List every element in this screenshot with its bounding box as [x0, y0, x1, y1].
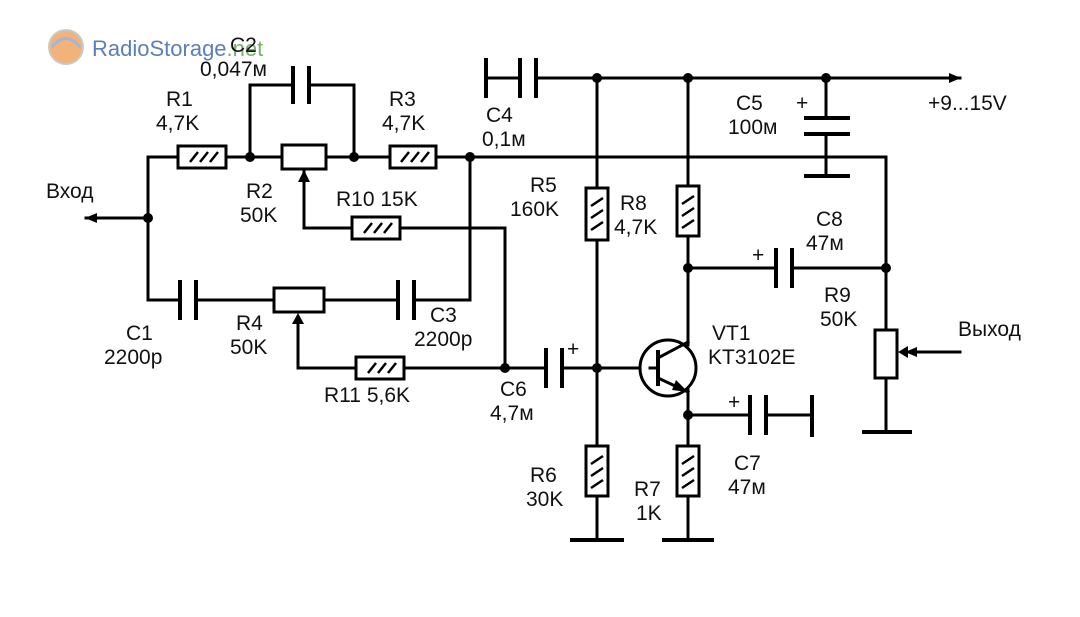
capacitor-c3	[396, 280, 416, 320]
resistor-r11	[354, 355, 406, 381]
resistor-r5	[584, 186, 610, 242]
label-c6-value: 4,7м	[490, 402, 534, 425]
label-r4-name: R4	[236, 312, 263, 335]
label-r7-name: R7	[634, 478, 661, 501]
svg-text:RadioStorage.net: RadioStorage.net	[92, 36, 263, 61]
label-c7-name: C7	[734, 452, 761, 475]
resistor-r1	[176, 144, 228, 170]
label-r3-name: R3	[389, 88, 416, 111]
label-r2-name: R2	[246, 180, 273, 203]
c6-polarity: +	[567, 338, 579, 361]
capacitor-c5: +	[796, 92, 850, 136]
label-c8-name: C8	[816, 208, 843, 231]
label-vt1-name: VT1	[712, 322, 751, 345]
label-r11: R11 5,6K	[324, 384, 410, 407]
label-r5-value: 160K	[510, 198, 559, 221]
label-r8-value: 4,7K	[614, 216, 657, 239]
label-r10: R10 15K	[336, 188, 418, 211]
label-c8-value: 47м	[806, 232, 844, 255]
label-r9-value: 50K	[820, 308, 857, 331]
resistor-r6	[584, 444, 610, 498]
label-c1-value: 2200p	[104, 346, 162, 369]
c7-polarity: +	[728, 391, 740, 414]
label-c1-name: C1	[126, 322, 153, 345]
capacitor-c1	[178, 280, 198, 320]
label-r1-name: R1	[166, 88, 193, 111]
capacitor-c2	[291, 66, 311, 104]
label-r6-name: R6	[530, 464, 557, 487]
capacitor-c7: +	[728, 391, 768, 435]
label-c4-value: 0,1м	[482, 128, 526, 151]
potentiometer-r9	[873, 328, 908, 380]
capacitor-c4	[518, 58, 538, 98]
label-c2-name: C2	[230, 34, 257, 57]
label-r6-value: 30K	[526, 488, 563, 511]
label-r2-value: 50K	[240, 204, 277, 227]
label-r9-name: R9	[824, 284, 851, 307]
label-r8-name: R8	[620, 192, 647, 215]
label-r4-value: 50K	[230, 336, 267, 359]
c8-polarity: +	[752, 244, 764, 267]
label-output: Выход	[958, 318, 1021, 341]
resistor-r10	[350, 215, 402, 241]
label-c4-name: C4	[486, 104, 513, 127]
potentiometer-r4	[272, 286, 326, 324]
resistor-r8	[675, 184, 701, 238]
labels: Вход Выход +9...15V R1 4,7K C2 0,047м R3…	[46, 34, 1021, 525]
c5-polarity: +	[796, 92, 808, 115]
label-c7-value: 47м	[728, 476, 766, 499]
logo-globe-icon	[48, 29, 84, 65]
label-r7-value: 1K	[636, 502, 662, 525]
potentiometer-r2	[280, 143, 328, 188]
radiostorage-logo: RadioStorage.net	[48, 29, 263, 65]
junction-dots	[143, 73, 891, 420]
resistor-r7	[675, 444, 701, 498]
logo-brand: RadioStorage	[92, 36, 227, 61]
label-vt1-value: KT3102E	[708, 346, 796, 369]
label-c6-name: C6	[500, 378, 527, 401]
transistor-vt1	[638, 338, 698, 398]
label-c2-value: 0,047м	[200, 58, 267, 81]
label-c5-name: C5	[736, 92, 763, 115]
logo-suffix: .net	[227, 36, 264, 61]
capacitor-c8: +	[752, 244, 794, 288]
label-supply: +9...15V	[928, 92, 1007, 115]
ground-symbols	[484, 58, 912, 542]
resistor-r3	[388, 144, 438, 170]
label-input: Вход	[46, 180, 94, 203]
label-r3-value: 4,7K	[382, 112, 425, 135]
label-r1-value: 4,7K	[156, 112, 199, 135]
label-r5-name: R5	[530, 174, 557, 197]
label-c3-value: 2200p	[414, 328, 472, 351]
capacitor-c6: +	[544, 338, 579, 388]
label-c5-value: 100м	[728, 116, 777, 139]
label-c3-name: C3	[430, 304, 457, 327]
